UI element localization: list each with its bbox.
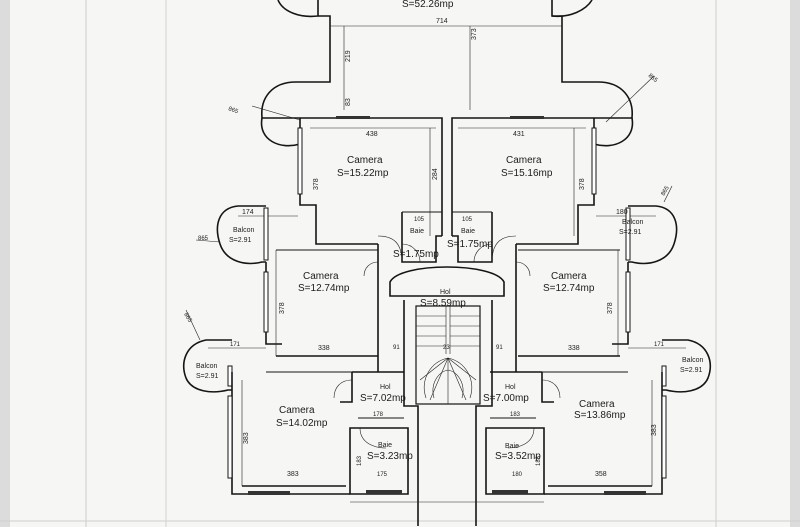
balcon-lower-left-name: Balcon [196, 363, 218, 370]
baie-right-area: S=1.75mp [447, 239, 493, 250]
top-area-label: S=52.26mp [402, 0, 454, 10]
hol-center-area: S=8.59mp [420, 298, 466, 309]
dim-383-bottom: 383 [287, 471, 299, 478]
dim-338-right: 338 [568, 345, 580, 352]
room-nw-name: Camera [347, 155, 383, 166]
room-sw-area: S=14.02mp [276, 418, 328, 429]
paper [10, 0, 790, 527]
balcon-lower-right-name: Balcon [682, 357, 704, 364]
room-w-area: S=12.74mp [298, 283, 350, 294]
dim-219: 219 [345, 50, 352, 62]
baie-lower-right-name: Baie [505, 443, 519, 450]
dim-338-left: 338 [318, 345, 330, 352]
dim-284: 284 [432, 168, 439, 180]
dim-105-right: 105 [462, 217, 473, 223]
room-e-area: S=12.74mp [543, 283, 595, 294]
hol-left-name: Hol [380, 384, 391, 391]
dim-378-east: 378 [607, 302, 614, 314]
room-nw-area: S=15.22mp [337, 168, 389, 179]
baie-lower-left-name: Baie [378, 442, 392, 449]
room-sw-name: Camera [279, 405, 315, 416]
baie-lower-right-area: S=3.52mp [495, 451, 541, 462]
dim-183-vertical: 183 [357, 455, 363, 466]
hol-right-area: S=7.00mp [483, 393, 529, 404]
dim-431: 431 [513, 131, 525, 138]
dim-178: 178 [373, 412, 384, 418]
dim-183-vertical-2: 183 [536, 455, 542, 466]
hol-left-area: S=7.02mp [360, 393, 406, 404]
dim-23: 23 [443, 345, 450, 351]
baie-lower-left-area: S=3.23mp [367, 451, 413, 462]
dim-91-left: 91 [393, 345, 400, 351]
balcon-right-name: Balcon [622, 219, 644, 226]
room-ne-name: Camera [506, 155, 542, 166]
dim-174: 174 [242, 209, 254, 216]
dim-83: 83 [345, 98, 352, 106]
dim-865-left: 865 [227, 106, 239, 115]
dim-180-right: 180 [616, 209, 628, 216]
balcon-lower-left-area: S=2.91 [196, 373, 218, 380]
dim-378-nw: 378 [313, 178, 320, 190]
dim-865-balcon-left: 865 [198, 236, 209, 242]
balcon-left-name: Balcon [233, 227, 255, 234]
plan-labels: S=52.26mp 714 219 373 83 865 865 438 431… [182, 0, 703, 478]
dim-105-left: 105 [414, 217, 425, 223]
room-e-name: Camera [551, 271, 587, 282]
dim-383-west: 383 [243, 432, 250, 444]
baie-right-name: Baie [461, 228, 475, 235]
dim-378-ne: 378 [579, 178, 586, 190]
dim-183: 183 [510, 412, 521, 418]
baie-left-name: Baie [410, 228, 424, 235]
dim-171-right: 171 [654, 342, 665, 348]
plan-drawing [182, 0, 712, 526]
room-se-area: S=13.86mp [574, 410, 626, 421]
baie-left-area: S=1.75mp [393, 249, 439, 260]
dim-91-right: 91 [496, 345, 503, 351]
dim-175: 175 [377, 472, 388, 478]
dim-438: 438 [366, 131, 378, 138]
dim-714: 714 [436, 18, 448, 25]
dim-358: 358 [595, 471, 607, 478]
room-ne-area: S=15.16mp [501, 168, 553, 179]
dim-865-right: 865 [647, 73, 659, 84]
dim-378-west: 378 [279, 302, 286, 314]
balcon-right-area: S=2.91 [619, 229, 641, 236]
hol-right-name: Hol [505, 384, 516, 391]
balcon-left-area: S=2.91 [229, 237, 251, 244]
balcon-lower-right-area: S=2.91 [680, 367, 702, 374]
dim-373: 373 [471, 28, 478, 40]
stair-treads [416, 306, 480, 404]
dim-865-balcon-right: 865 [661, 185, 672, 197]
hol-center-name: Hol [440, 289, 451, 296]
dim-865-balcon-low-left: 865 [182, 312, 193, 324]
dim-171-left: 171 [230, 342, 241, 348]
dim-180: 180 [512, 472, 523, 478]
dim-383-east: 383 [651, 424, 658, 436]
room-w-name: Camera [303, 271, 339, 282]
room-se-name: Camera [579, 399, 615, 410]
